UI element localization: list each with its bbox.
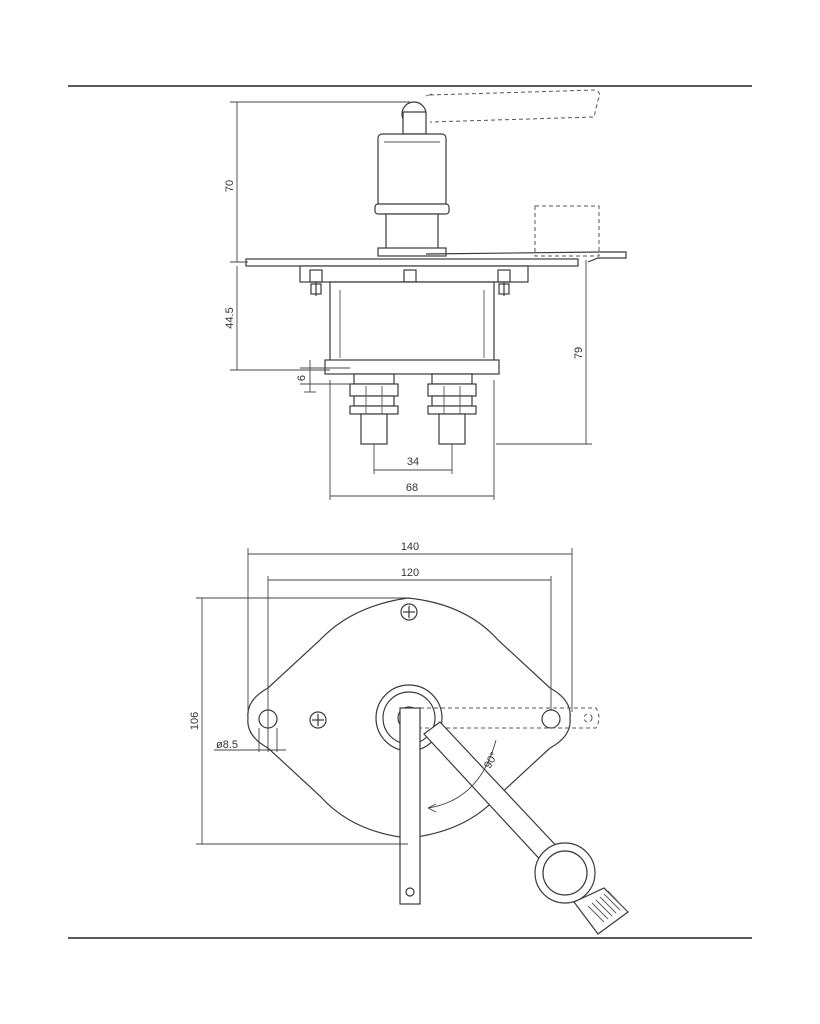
dimension-120: 120	[267, 567, 552, 752]
dimension-140: 140	[247, 541, 573, 712]
screw-top	[400, 603, 418, 621]
side-view: 70 44.5 6 79 34	[224, 89, 627, 500]
dim-label-120: 120	[401, 567, 419, 579]
dim-label-70: 70	[224, 180, 236, 192]
dimension-34: 34	[373, 444, 453, 474]
top-view: 90° 140 120 106 ø8.5	[189, 541, 629, 935]
dim-label-hole-diameter: ø8.5	[216, 739, 238, 751]
dimension-79: 79	[496, 260, 592, 445]
screw-left	[309, 711, 327, 729]
dim-label-68: 68	[406, 482, 418, 494]
dim-label-106: 106	[189, 712, 201, 730]
terminal-left	[349, 373, 399, 445]
switch-housing	[324, 281, 500, 375]
dimension-70: 70	[224, 101, 410, 263]
dimension-44-5: 44.5	[224, 266, 330, 371]
lever-vertical	[399, 707, 421, 905]
lever-angled	[423, 721, 629, 935]
dimension-6: 6	[296, 360, 350, 393]
dim-label-6: 6	[296, 375, 308, 381]
dim-label-140: 140	[401, 541, 419, 553]
terminal-right	[427, 373, 477, 445]
dimension-68: 68	[329, 380, 495, 500]
dim-label-79: 79	[573, 347, 585, 359]
lever-dashed-position	[420, 707, 600, 729]
dimension-hole-diameter: ø8.5	[214, 728, 286, 752]
mounting-plate	[245, 258, 579, 296]
switch-column	[374, 133, 450, 257]
lever-handle	[401, 89, 600, 135]
dim-label-34: 34	[407, 456, 419, 468]
side-tab	[425, 205, 627, 263]
dimension-106: 106	[189, 597, 408, 845]
dim-label-44-5: 44.5	[224, 307, 236, 328]
